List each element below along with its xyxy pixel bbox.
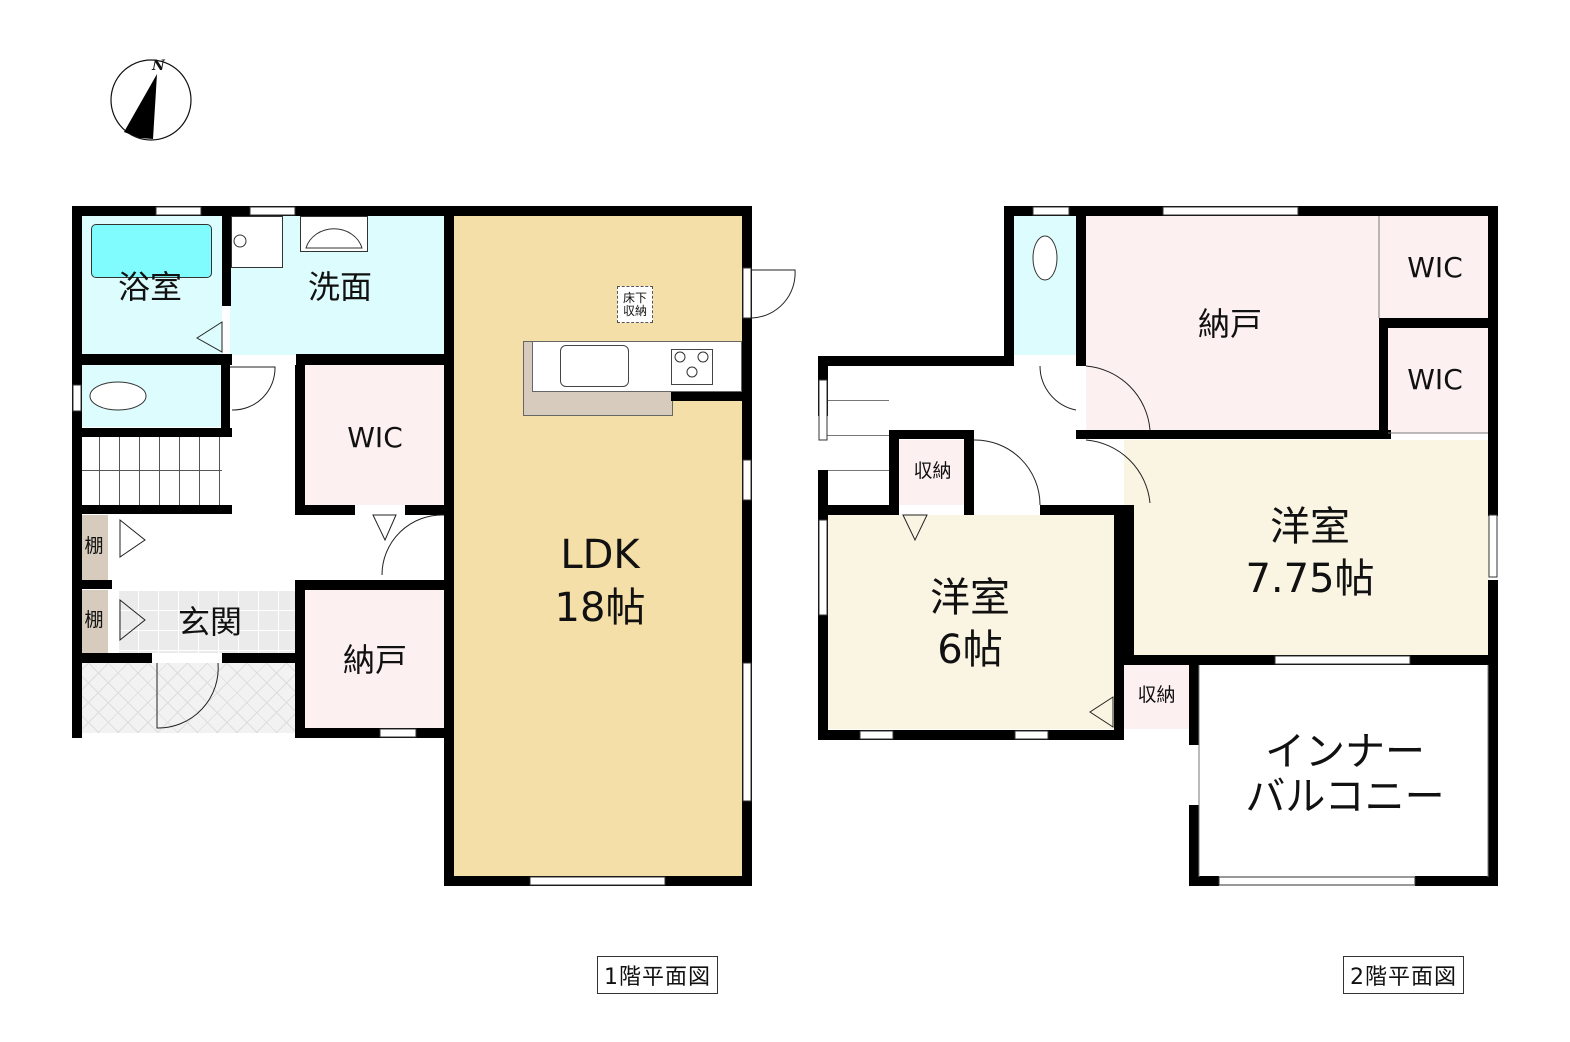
shelf-2: [80, 590, 108, 653]
wic-2f-2-label: WIC: [1407, 362, 1463, 396]
stairs-1f: [80, 437, 222, 505]
washroom-label: 洗面: [307, 267, 372, 306]
bath-label: 浴室: [117, 267, 182, 306]
entrance-hall: [118, 590, 295, 653]
kitchen-sink: [560, 345, 629, 387]
wic-2f-1-label: WIC: [1407, 250, 1463, 284]
wash-basin: [300, 216, 368, 252]
closet-2f-1: [899, 440, 966, 505]
storage-2f-label: 納戸: [1197, 305, 1262, 344]
washing-machine: [231, 216, 283, 268]
floor2-caption: 2階平面図: [1343, 956, 1464, 994]
underfloor-storage-hatch: [617, 286, 653, 323]
compass-north-label: N: [152, 58, 165, 74]
entrance-porch: [80, 663, 295, 733]
western-large-size-label: 7.75帖: [1245, 555, 1375, 602]
entrance-label: 玄関: [177, 602, 242, 641]
north-arrow-icon: [110, 59, 192, 141]
compass: N: [108, 58, 194, 142]
toilet-2f: [1014, 215, 1076, 355]
underfloor-storage-label: 床下 収納: [622, 290, 647, 318]
closet-2f-2-label: 収納: [1137, 684, 1176, 707]
western-room-large: [1124, 440, 1489, 655]
bathtub: [91, 224, 212, 278]
closet-2f-2: [1124, 665, 1189, 729]
storage-1f-label: 納戸: [342, 640, 407, 679]
shelf-1: [80, 515, 108, 580]
wic-1f-label: WIC: [347, 420, 403, 454]
toilet-1f: [80, 365, 222, 427]
ldk-size-label: 18帖: [554, 584, 646, 631]
shelf-2-label: 棚: [84, 609, 104, 632]
inner-balcony-label: インナー バルコニー: [1245, 729, 1445, 820]
ldk-room: [454, 215, 744, 880]
wic-1f: [305, 365, 444, 505]
inner-balcony: [1199, 665, 1489, 877]
storage-1f: [305, 590, 444, 730]
stairs-2f: [827, 365, 889, 505]
closet-2f-1-label: 収納: [913, 460, 952, 483]
western-large-name-label: 洋室: [1270, 503, 1350, 550]
floor1-caption: 1階平面図: [597, 956, 718, 994]
wic-2f-2: [1386, 328, 1489, 433]
stove: [671, 349, 713, 385]
ldk-name-label: LDK: [560, 531, 640, 578]
shelf-1-label: 棚: [84, 535, 104, 558]
western-small-name-label: 洋室: [930, 574, 1010, 621]
wic-2f-1: [1379, 215, 1489, 318]
western-room-small: [827, 515, 1114, 729]
western-small-size-label: 6帖: [937, 626, 1003, 673]
